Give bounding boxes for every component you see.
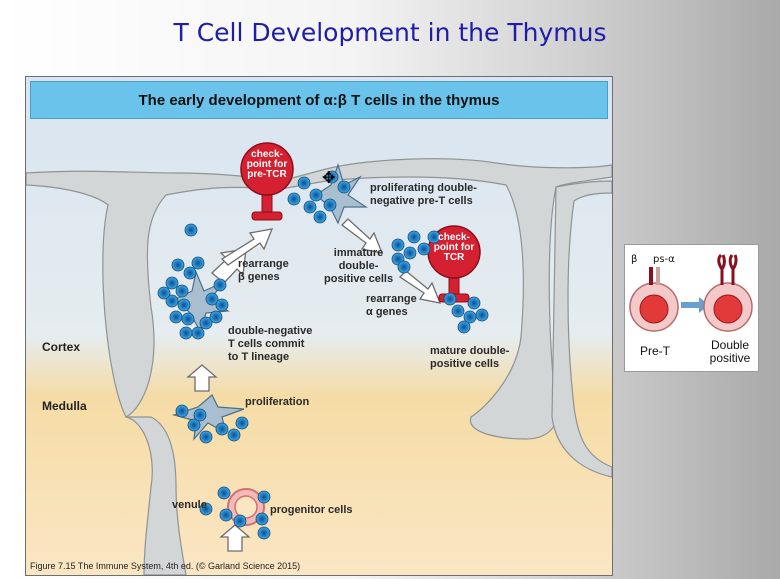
thymus-diagram: [26, 77, 612, 575]
mature-dp-line2: positive cells: [430, 358, 500, 370]
label-immature-dp: immature double- positive cells: [324, 247, 393, 286]
checkpoint-tcr-label: check- point for TCR: [432, 233, 476, 263]
rearrange-alpha-line2: α genes: [366, 306, 408, 318]
double-positive-cell: [703, 253, 753, 332]
inset-dp-line2: positive: [709, 351, 751, 365]
rearrange-beta-line1: rearrange: [238, 258, 289, 270]
label-proliferating-dn: proliferating double- negative pre-T cel…: [370, 182, 477, 208]
arrow-up-2: [186, 364, 218, 392]
mature-dp-line1: mature double-: [430, 345, 510, 357]
dn-commit-line2: T cells commit: [228, 338, 305, 350]
figure-caption: Figure 7.15 The Immune System, 4th ed. (…: [30, 561, 301, 571]
proliferating-dn-line2: negative pre-T cells: [370, 195, 473, 207]
inset-diagram: [629, 253, 753, 332]
thymus-figure: The early development of α:β T cells in …: [25, 76, 613, 576]
label-venule: venule: [172, 499, 207, 511]
cp2-line2: point for: [433, 242, 475, 253]
immature-dp-line3: positive cells: [324, 273, 394, 285]
inset-ps-alpha: ps-α: [653, 254, 675, 265]
inset-pre-t: Pre-T: [640, 344, 670, 358]
stromal-right: [551, 180, 612, 478]
immature-dp-line1: immature: [333, 247, 384, 259]
stromal-top: [280, 158, 612, 440]
cp1-line3: pre-TCR: [247, 169, 287, 180]
label-progenitor: progenitor cells: [270, 504, 353, 516]
cp1-line1: check-: [251, 149, 283, 160]
label-dn-commit: double-negative T cells commit to T line…: [228, 325, 312, 364]
slide-title: T Cell Development in the Thymus: [173, 18, 607, 47]
label-rearrange-alpha: rearrange α genes: [366, 293, 417, 319]
inset-dp-line1: Double: [710, 338, 750, 352]
cp2-line1: check-: [438, 232, 470, 243]
inset-double-positive: Double positive: [703, 339, 757, 365]
arrow-down-2: [398, 270, 442, 304]
pre-t-cell: [629, 267, 679, 332]
zone-medulla: Medulla: [42, 399, 87, 413]
dn-commit-line3: to T lineage: [228, 351, 290, 363]
t-cells: [157, 170, 489, 540]
stromal-arch: [125, 416, 187, 575]
arrow-right-1: [220, 228, 274, 266]
checkpoint-pre-tcr: [240, 142, 294, 221]
label-mature-dp: mature double- positive cells: [430, 345, 509, 371]
inset-panel: β ps-α Pre-T Double positive: [624, 244, 759, 372]
label-proliferation: proliferation: [245, 396, 310, 408]
label-rearrange-beta: rearrange β genes: [238, 258, 289, 284]
rearrange-beta-line2: β genes: [238, 271, 280, 283]
arrow-down-1: [341, 218, 384, 254]
cp1-line2: point for: [246, 159, 288, 170]
figure-header: The early development of α:β T cells in …: [30, 81, 608, 119]
rearrange-alpha-line1: rearrange: [366, 293, 417, 305]
checkpoint-pre-tcr-label: check- point for pre-TCR: [245, 150, 289, 180]
dn-commit-line1: double-negative: [228, 325, 313, 337]
proliferating-dn-line1: proliferating double-: [370, 182, 477, 194]
immature-dp-line2: double-: [338, 260, 379, 272]
inset-beta: β: [631, 254, 638, 265]
arrows: [186, 218, 442, 552]
stromal-network: [26, 170, 282, 418]
move-cursor-icon: ✥: [322, 168, 336, 187]
cp2-line3: TCR: [443, 252, 465, 263]
zone-cortex: Cortex: [42, 340, 81, 354]
arrow-up-1: [219, 524, 251, 552]
